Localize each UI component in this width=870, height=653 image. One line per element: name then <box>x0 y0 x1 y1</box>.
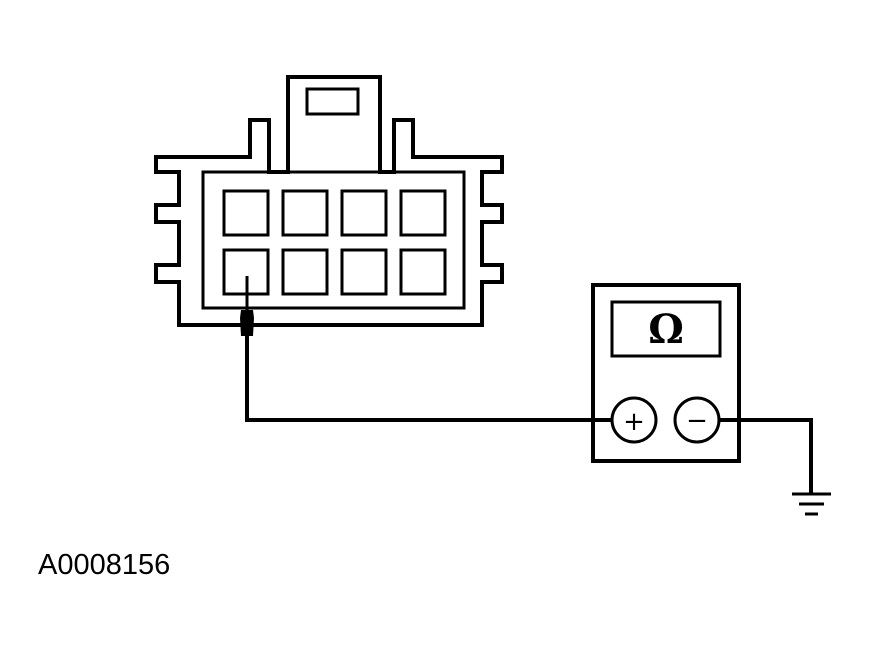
connector-cavity-8 <box>399 248 447 296</box>
connector-cavity-7 <box>340 248 388 296</box>
multimeter-body <box>591 283 741 463</box>
negative-test-lead <box>719 418 813 494</box>
connector-housing <box>154 75 504 327</box>
probe-icon <box>240 276 254 336</box>
multimeter: Ω + − <box>591 283 741 463</box>
connector <box>154 75 504 327</box>
connector-face <box>201 170 466 310</box>
connector-cavity-2 <box>281 189 329 237</box>
display-ohm-symbol: Ω <box>648 306 684 353</box>
ground-icon <box>792 492 831 516</box>
connector-cavity-6 <box>281 248 329 296</box>
connector-cavities <box>222 189 447 296</box>
connector-cavity-1 <box>222 189 270 237</box>
positive-terminal-label: + <box>623 407 645 437</box>
multimeter-display <box>610 300 722 358</box>
probe-body <box>240 310 254 336</box>
positive-test-lead <box>245 336 612 422</box>
negative-terminal-label: − <box>686 406 708 436</box>
connector-cavity-3 <box>340 189 388 237</box>
connector-latch-window <box>305 87 360 116</box>
positive-terminal <box>610 396 658 444</box>
figure-id-label: A0008156 <box>38 549 171 581</box>
connector-cavity-4 <box>399 189 447 237</box>
